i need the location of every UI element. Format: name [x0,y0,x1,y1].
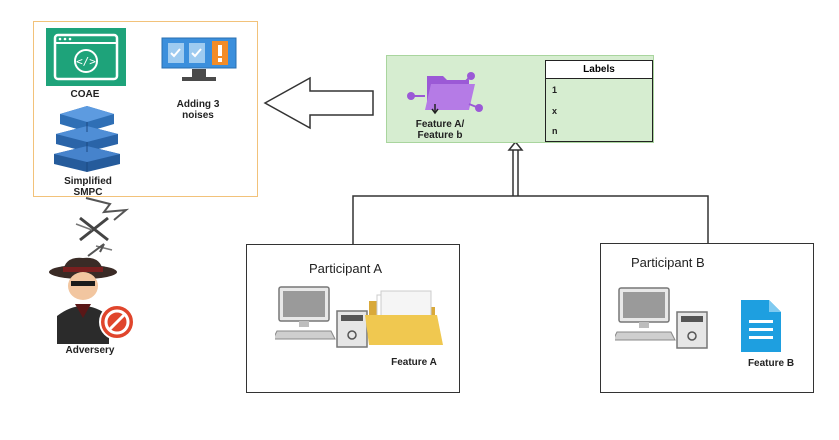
connector-participants [352,195,709,244]
labels-table: Labels 1 x n [545,60,653,142]
participant-b-box: Participant B Feature B [600,243,814,393]
label-row: x [552,106,558,116]
smpc-label-line2: SMPC [73,187,103,198]
participant-b-feature: Feature B [747,358,795,369]
participant-b-title: Participant B [631,255,705,270]
coae-icon: </> [46,28,126,86]
folder-yellow-icon [365,290,443,345]
svg-text:</>: </> [76,55,96,68]
label-row: 1 [552,85,558,95]
aggregate-feature-label: Feature A/ Feature b [400,119,480,141]
labels-header: Labels [546,61,652,79]
defense-box [33,21,258,197]
aggregate-feature-line2: Feature b [417,130,463,141]
smpc-label: Simplified SMPC [52,176,124,198]
smpc-stack-icon [54,106,120,172]
aggregate-feature-line1: Feature A/ [415,119,465,130]
computer-icon [275,286,368,348]
label-row: n [552,126,558,136]
adversary-label: Adversery [65,345,115,356]
noise-monitor-icon [161,37,237,81]
hollow-left-arrow [263,76,374,130]
connector-arrowhead [507,140,524,151]
broken-link-icon [75,197,130,257]
folder-icon [407,72,483,115]
participant-a-box: Participant A Feature A [246,244,460,393]
adversary-icon [49,257,135,344]
noise-label: Adding 3 noises [162,99,234,121]
smpc-label-line1: Simplified [64,176,112,187]
document-icon [741,300,781,352]
noise-label-line1: Adding 3 [176,99,220,110]
participant-a-feature: Feature A [391,357,437,368]
noise-label-line2: noises [182,110,214,121]
computer-icon [615,287,708,349]
participant-a-title: Participant A [309,261,382,276]
coae-label: COAE [70,89,100,100]
